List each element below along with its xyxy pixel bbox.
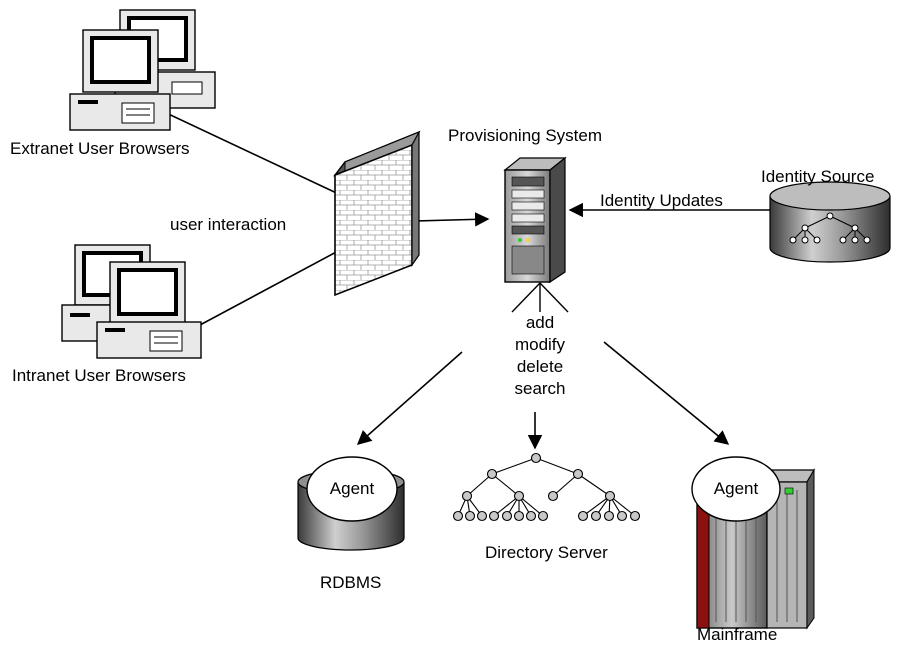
provisioning-fan-lines: [511, 282, 569, 313]
operations-list: add modify delete search: [500, 312, 580, 400]
operation-modify: modify: [514, 335, 566, 354]
extranet-computer-front: [69, 29, 171, 131]
rdbms-agent-label: Agent: [329, 479, 375, 498]
identity-updates-label: Identity Updates: [600, 191, 723, 210]
connector-intranet-firewall: [199, 249, 341, 326]
identity-source-icon: [769, 181, 891, 263]
directory-server-label: Directory Server: [485, 543, 608, 562]
arrow-to-rdbms: [356, 351, 463, 445]
firewall-icon: [332, 130, 421, 297]
mainframe-label: Mainframe: [697, 625, 778, 644]
operation-add: add: [525, 313, 555, 332]
connector-extranet-firewall: [144, 102, 346, 198]
operation-delete: delete: [516, 357, 564, 376]
directory-tree-icon: [452, 452, 641, 522]
provisioning-server-icon: [503, 156, 567, 284]
rdbms-agent-badge: [306, 456, 398, 522]
intranet-label: Intranet User Browsers: [12, 366, 186, 385]
identity-source-label: Identity Source: [761, 167, 875, 186]
extranet-label: Extranet User Browsers: [10, 139, 190, 158]
rdbms-label: RDBMS: [320, 573, 382, 592]
intranet-computer-front: [96, 261, 202, 359]
mainframe-agent-badge: [691, 456, 781, 522]
arrow-to-mainframe: [603, 341, 730, 445]
operation-search: search: [514, 379, 566, 398]
provisioning-system-label: Provisioning System: [448, 126, 603, 145]
mainframe-agent-label: Agent: [713, 479, 759, 498]
user-interaction-label: user interaction: [170, 215, 287, 234]
